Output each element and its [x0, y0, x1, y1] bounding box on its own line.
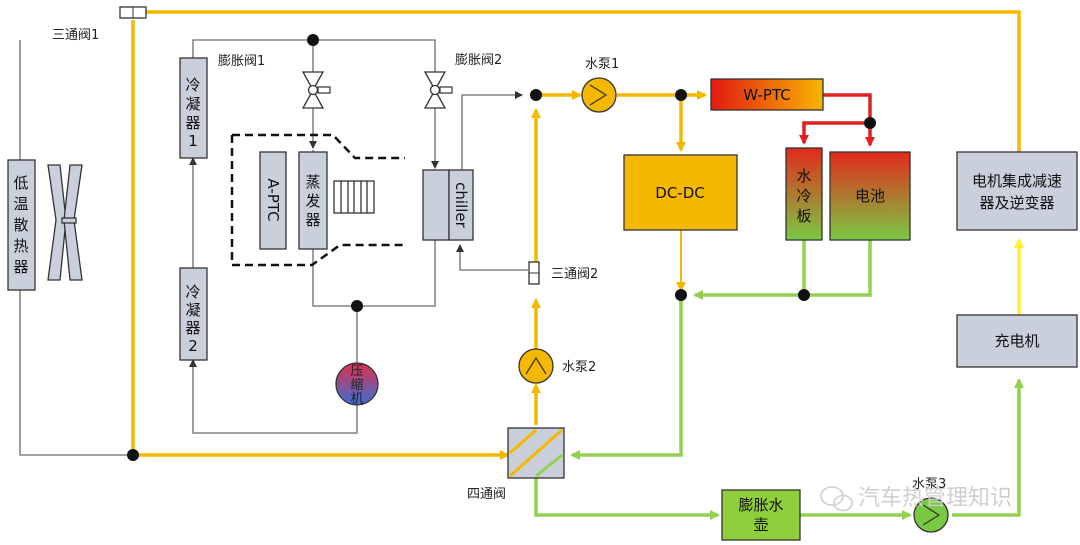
dc-dc: DC-DC	[623, 154, 738, 231]
water-cold-plate-char: 冷	[796, 187, 811, 205]
radiator-char: 散	[13, 216, 28, 234]
four-way-valve-label: 四通阀	[467, 487, 506, 502]
water-pump-1: 水泵1	[581, 57, 619, 113]
compressor-char: 机	[350, 392, 363, 407]
condenser-2-char: 器	[185, 319, 200, 337]
three-way-valve-2-label: 三通阀2	[551, 267, 598, 282]
water-cold-plate-char: 板	[796, 207, 811, 225]
a-ptc-label: A-PTC	[264, 178, 282, 221]
w-ptc-label: W-PTC	[743, 86, 790, 104]
junction-dot	[675, 89, 687, 101]
compressor-char: 压	[350, 364, 363, 379]
condenser-1: 冷 凝 器 1	[179, 57, 208, 159]
radiator: 低 温 散 热 器	[7, 159, 36, 291]
radiator-char: 温	[13, 195, 28, 213]
evaporator-char: 发	[305, 192, 320, 210]
junction-dot	[675, 289, 687, 301]
fan-icon	[47, 164, 83, 281]
coolant-cool-lines	[534, 240, 1024, 520]
dc-dc-label: DC-DC	[655, 184, 704, 202]
expansion-valve-1: 膨胀阀1	[218, 54, 331, 109]
air-grille-icon	[333, 180, 375, 214]
battery: 电池	[829, 151, 911, 241]
charger-label: 充电机	[994, 332, 1039, 350]
w-ptc: W-PTC	[710, 78, 824, 111]
wechat-logo-icon	[820, 486, 853, 512]
evaporator: 蒸 发 器	[298, 151, 328, 250]
junction-dot	[798, 289, 810, 301]
hvac-duct	[230, 133, 405, 267]
motor-unit-line: 电机集成减速	[972, 172, 1062, 190]
charger: 充电机	[956, 314, 1078, 368]
compressor-char: 缩	[350, 377, 363, 393]
expansion-tank-line: 壶	[753, 516, 768, 534]
water-pump-2-label: 水泵2	[562, 360, 596, 375]
condenser-1-char: 凝	[185, 95, 200, 113]
expansion-valve-2: 膨胀阀2	[423, 53, 502, 109]
three-way-valve-1: 三通阀1	[52, 6, 147, 43]
condenser-1-char: 1	[188, 132, 198, 150]
chiller-label: chiller	[452, 182, 470, 228]
chiller: chiller	[422, 169, 474, 241]
expansion-valve-2-label: 膨胀阀2	[455, 53, 502, 68]
condenser-1-char: 冷	[185, 76, 200, 94]
radiator-char: 器	[13, 258, 28, 276]
three-way-valve-1-label: 三通阀1	[52, 28, 99, 43]
watermark-text: 汽车热管理知识	[858, 486, 1012, 511]
evaporator-char: 器	[305, 211, 320, 229]
junction-dot	[864, 117, 876, 129]
expansion-tank: 膨胀水 壶	[721, 489, 801, 541]
junction-dot	[307, 34, 319, 46]
water-cold-plate: 水 冷 板	[785, 147, 823, 241]
four-way-valve: 四通阀	[467, 427, 565, 502]
water-pump-2: 水泵2	[518, 348, 596, 384]
watermark: 汽车热管理知识	[820, 486, 1012, 512]
motor-unit: 电机集成减速 器及逆变器	[956, 151, 1078, 231]
radiator-char: 低	[13, 174, 28, 192]
radiator-char: 热	[13, 237, 28, 255]
motor-unit-line: 器及逆变器	[979, 194, 1054, 212]
junction-dot	[351, 300, 363, 312]
water-cold-plate-char: 水	[796, 167, 811, 185]
condenser-2: 冷 凝 器 2	[179, 267, 208, 361]
three-way-valve-2: 三通阀2	[528, 261, 598, 285]
battery-label: 电池	[855, 187, 885, 205]
condenser-2-char: 冷	[185, 283, 200, 301]
expansion-valve-1-label: 膨胀阀1	[218, 54, 265, 69]
coolant-hot-lines	[131, 10, 1021, 460]
water-pump-3-label: 水泵3	[912, 477, 946, 492]
condenser-2-char: 2	[188, 337, 198, 355]
junction-dot	[127, 449, 139, 461]
junction-dot	[530, 89, 542, 101]
condenser-1-char: 器	[185, 114, 200, 132]
junction-dots	[127, 34, 876, 461]
compressor: 压 缩 机	[335, 362, 379, 407]
a-ptc: A-PTC	[259, 151, 287, 250]
water-pump-1-label: 水泵1	[585, 57, 619, 72]
condenser-2-char: 凝	[185, 301, 200, 319]
evaporator-char: 蒸	[305, 173, 320, 191]
expansion-tank-line: 膨胀水	[738, 496, 783, 514]
water-pump-3: 水泵3	[912, 477, 949, 533]
